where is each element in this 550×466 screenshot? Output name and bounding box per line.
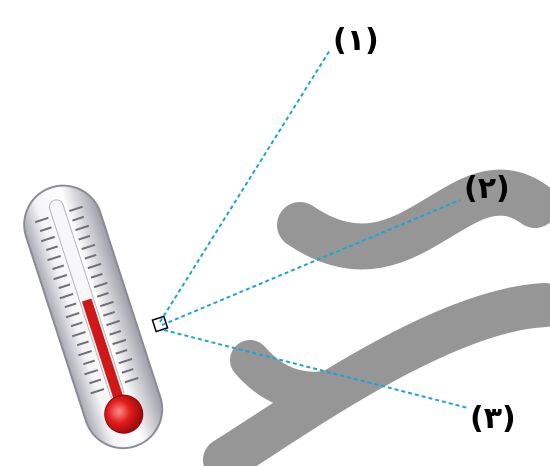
- target-marker: [151, 315, 169, 333]
- thermometer-scale-ticks: [34, 205, 139, 395]
- watermark-logo: [203, 169, 550, 466]
- label-3: (۳): [470, 401, 516, 436]
- label-1: (۱): [333, 23, 379, 58]
- leader-line-2: [161, 199, 461, 326]
- mercury-column: [81, 298, 128, 414]
- mercury-bulb: [104, 394, 144, 434]
- leader-line-1: [159, 49, 331, 323]
- label-2: (۲): [464, 171, 510, 206]
- leader-lines: [159, 49, 469, 409]
- thermometer: [23, 184, 164, 450]
- leader-line-3: [163, 329, 469, 409]
